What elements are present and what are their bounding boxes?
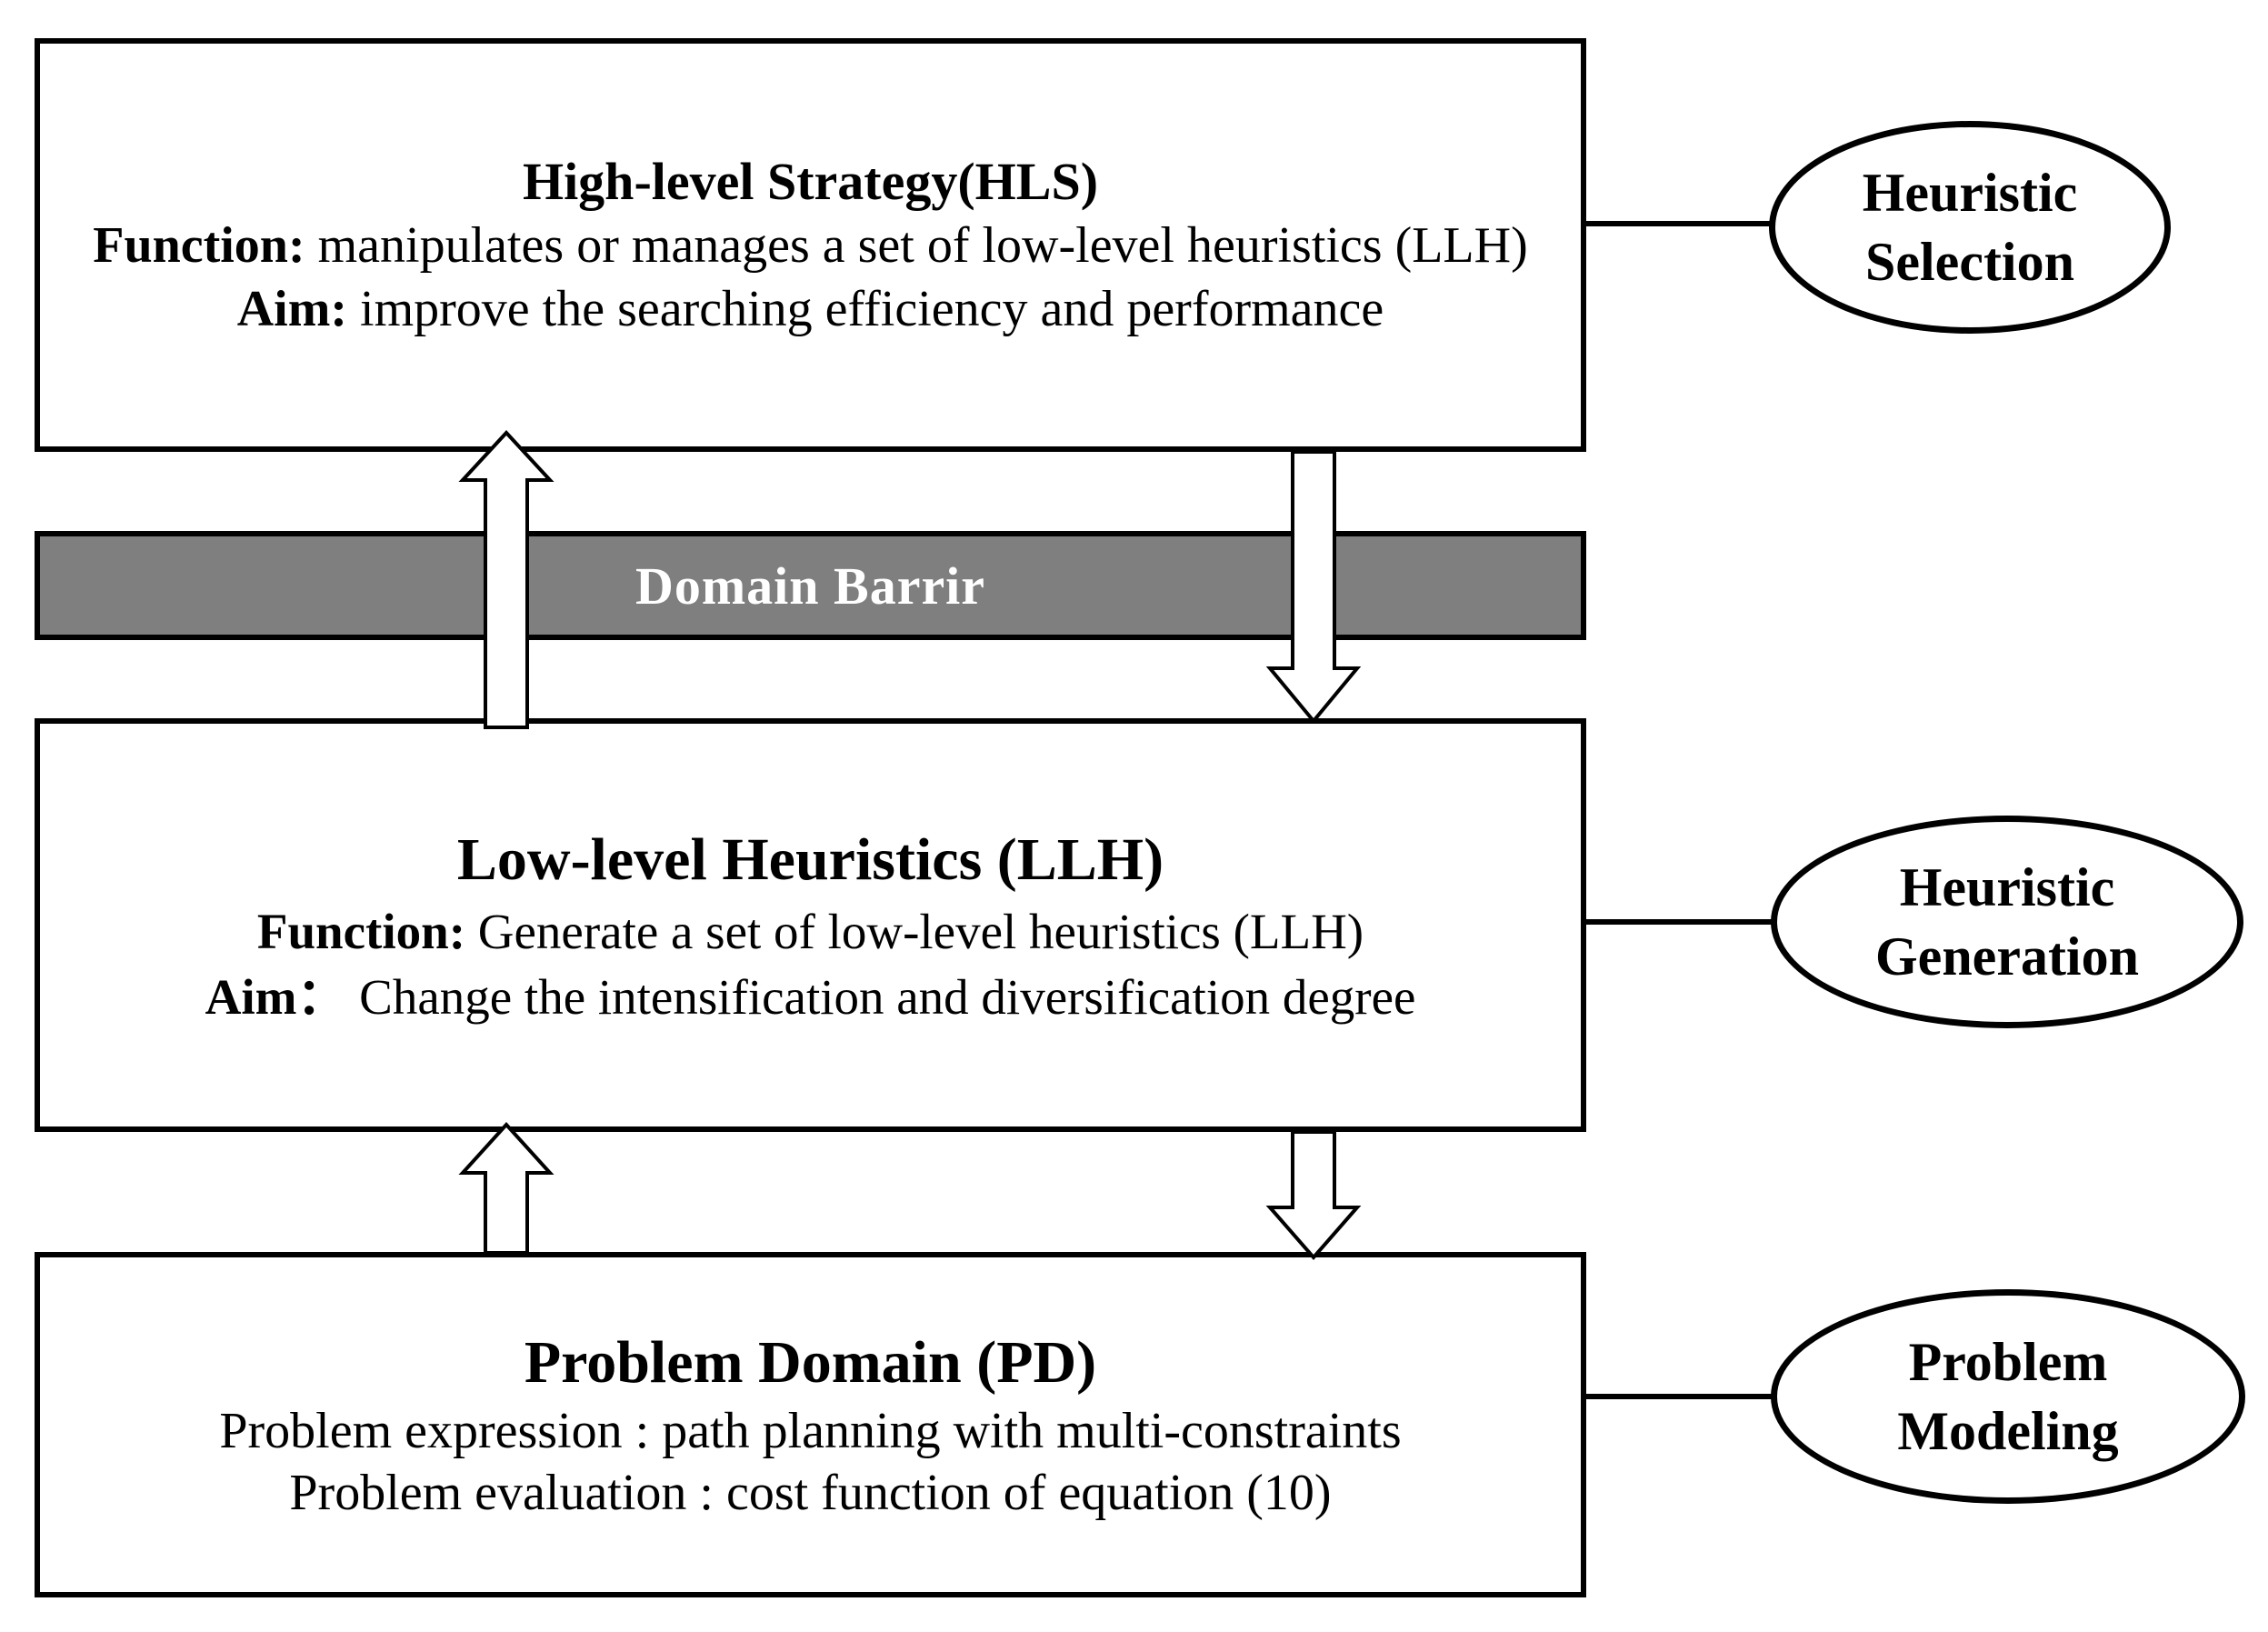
hls-aim-line: Aim: improve the searching efficiency an…	[237, 277, 1384, 341]
problem-modeling-line1: Problem	[1908, 1332, 2108, 1392]
pd-expression-line: Problem expression : path planning with …	[219, 1400, 1401, 1462]
hls-function-text: manipulates or manages a set of low-leve…	[305, 216, 1528, 274]
llh-function-text: Generate a set of low-level heuristics (…	[465, 903, 1364, 959]
domain-barrier-bar: Domain Barrir	[35, 531, 1586, 640]
llh-aim-line: Aim： Change the intensification and dive…	[205, 965, 1416, 1030]
heuristic-generation-line2: Generation	[1875, 926, 2139, 986]
problem-domain-box: Problem Domain (PD) Problem expression :…	[35, 1252, 1586, 1597]
heuristic-selection-ellipse: Heuristic Selection	[1769, 121, 2171, 334]
hls-aim-label: Aim:	[236, 280, 348, 337]
llh-aim-label: Aim：	[205, 968, 347, 1025]
hls-function-label: Function:	[93, 216, 305, 274]
problem-modeling-ellipse: Problem Modeling	[1771, 1289, 2245, 1504]
heuristic-selection-line2: Selection	[1865, 232, 2074, 292]
pd-expression-text: Problem expression : path planning with …	[219, 1403, 1402, 1459]
pd-evaluation-line: Problem evaluation : cost function of eq…	[289, 1462, 1331, 1524]
heuristic-selection-line1: Heuristic	[1862, 163, 2078, 223]
up-arrow-pd-to-llh	[458, 1122, 555, 1255]
down-arrow-llh-to-pd	[1265, 1130, 1362, 1261]
pd-evaluation-text: Problem evaluation : cost function of eq…	[289, 1465, 1332, 1521]
heuristic-generation-line1: Heuristic	[1899, 857, 2115, 917]
high-level-strategy-box: High-level Strategy(HLS) Function: manip…	[35, 38, 1586, 452]
hls-function-line: Function: manipulates or manages a set o…	[93, 214, 1527, 277]
llh-aim-text: Change the intensification and diversifi…	[346, 968, 1416, 1025]
problem-modeling-line2: Modeling	[1897, 1401, 2119, 1461]
hls-title: High-level Strategy(HLS)	[522, 151, 1099, 211]
hls-aim-text: improve the searching efficiency and per…	[347, 280, 1384, 337]
domain-barrier-label: Domain Barrir	[634, 556, 986, 616]
heuristic-generation-ellipse: Heuristic Generation	[1771, 816, 2243, 1028]
llh-title: Low-level Heuristics (LLH)	[456, 826, 1164, 893]
llh-function-line: Function: Generate a set of low-level he…	[257, 899, 1364, 965]
llh-function-label: Function:	[256, 903, 466, 959]
low-level-heuristics-box: Low-level Heuristics (LLH) Function: Gen…	[35, 718, 1586, 1132]
pd-title: Problem Domain (PD)	[524, 1329, 1097, 1396]
